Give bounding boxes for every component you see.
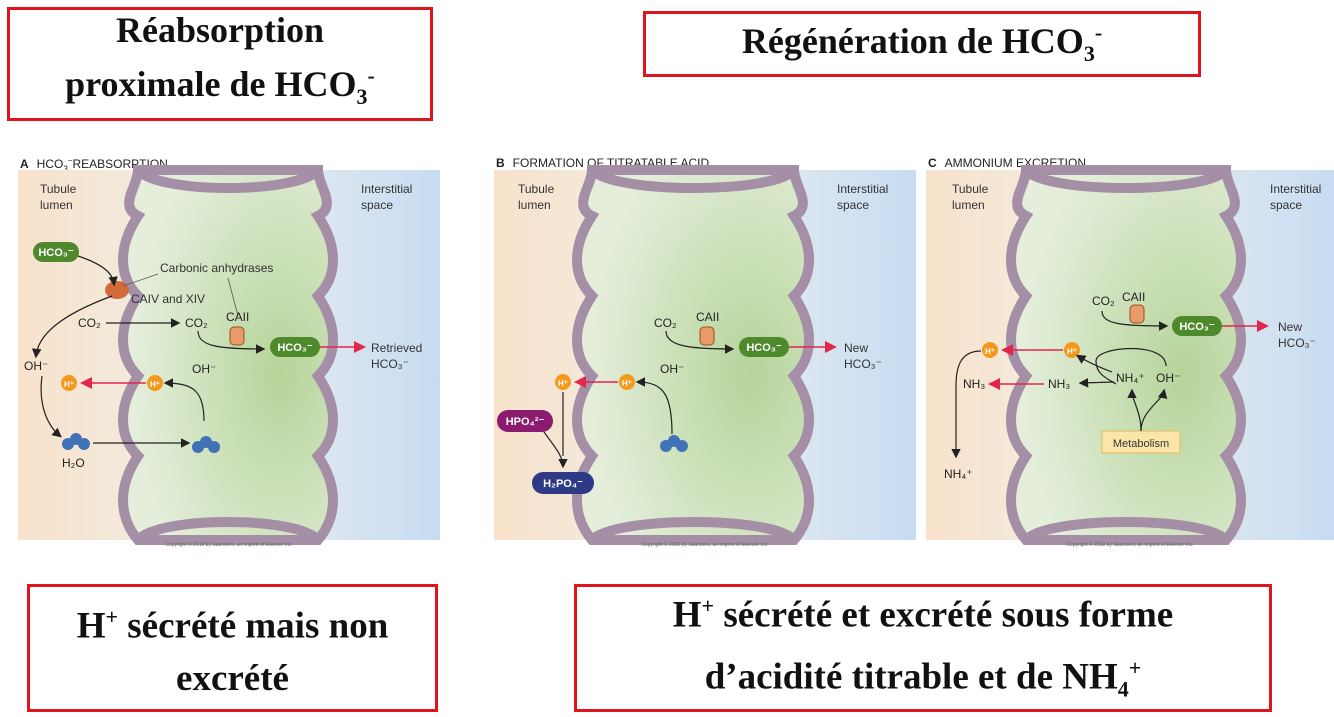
svg-text:H⁺: H⁺ bbox=[150, 380, 160, 389]
caii-enzyme bbox=[229, 326, 245, 346]
label-tubule: Tubule bbox=[952, 182, 989, 196]
label-h2o: H₂O bbox=[62, 456, 85, 470]
h-ion-lumen bbox=[61, 375, 77, 391]
h2po4-pill bbox=[532, 472, 594, 494]
caii-enzyme bbox=[1129, 304, 1145, 324]
co2-cell: CO₂ bbox=[1092, 294, 1115, 308]
co2-lumen: CO₂ bbox=[78, 316, 101, 330]
h-ion-cell bbox=[619, 374, 635, 390]
summary-box-excreted: H+ sécrété et excrété sous forme d’acidi… bbox=[574, 584, 1272, 712]
h-ion-cell bbox=[1064, 342, 1080, 358]
svg-text:HCO₃⁻: HCO₃⁻ bbox=[277, 342, 313, 354]
label-tubule: Tubule bbox=[518, 182, 555, 196]
label-lumen: lumen bbox=[952, 198, 985, 212]
h-ion-lumen bbox=[555, 374, 571, 390]
hpo4-pill bbox=[497, 410, 553, 432]
label-interstitial: Interstitial bbox=[361, 182, 412, 196]
co2-cell: CO₂ bbox=[185, 316, 208, 330]
summary-line-2: d’acidité titrable et de NH4+ bbox=[704, 654, 1142, 702]
title-line-1: Réabsorption bbox=[115, 10, 325, 51]
svg-text:HCO₃⁻: HCO₃⁻ bbox=[1278, 336, 1316, 350]
title-line-2: proximale de HCO3- bbox=[65, 63, 375, 110]
svg-text:H⁺: H⁺ bbox=[1067, 347, 1077, 356]
svg-text:H⁺: H⁺ bbox=[558, 379, 568, 388]
svg-text:HCO₃⁻: HCO₃⁻ bbox=[1179, 321, 1215, 333]
title-box-regeneration: Régénération de HCO3- bbox=[643, 11, 1201, 77]
co2-cell: CO₂ bbox=[654, 316, 677, 330]
nh4-lumen: NH₄⁺ bbox=[944, 467, 973, 481]
summary-line-1: H+ sécrété et excrété sous forme bbox=[672, 593, 1174, 636]
label-tubule: Tubule bbox=[40, 182, 77, 196]
label-new: New bbox=[1278, 320, 1302, 334]
nh3-cell: NH₃ bbox=[1048, 377, 1070, 391]
label-caii: CAII bbox=[696, 310, 719, 324]
title-line: Régénération de HCO3- bbox=[741, 20, 1103, 67]
label-interstitial: Interstitial bbox=[1270, 182, 1321, 196]
h-ion-cell bbox=[147, 375, 163, 391]
caii-enzyme bbox=[699, 326, 715, 346]
hco3-text: HCO₃⁻ bbox=[38, 247, 74, 259]
label-space: space bbox=[837, 198, 869, 212]
label-caii: CAII bbox=[226, 310, 249, 324]
summary-line-2: excrété bbox=[176, 657, 289, 699]
label-interstitial: Interstitial bbox=[837, 182, 888, 196]
hco3-pill-cell bbox=[739, 337, 789, 357]
h-ion-lumen bbox=[982, 342, 998, 358]
nh3-lumen: NH₃ bbox=[963, 377, 985, 391]
copyright-a: Copyright © 2012 by Saunders, an imprint… bbox=[165, 542, 293, 548]
label-carbonic-anhydrases: Carbonic anhydrases bbox=[160, 261, 273, 275]
oh-lumen: OH⁻ bbox=[24, 359, 48, 373]
copyright-c: Copyright © 2012 by Saunders, an imprint… bbox=[1066, 542, 1194, 548]
water-molecule-cell bbox=[192, 436, 220, 453]
svg-text:H⁺: H⁺ bbox=[64, 380, 74, 389]
copyright-b: Copyright © 2012 by Saunders, an imprint… bbox=[641, 542, 769, 548]
oh-cell: OH⁻ bbox=[1156, 371, 1180, 385]
label-lumen: lumen bbox=[518, 198, 551, 212]
water-molecule-cell bbox=[660, 435, 688, 452]
cell-membrane bbox=[1006, 165, 1246, 545]
hco3-pill-lumen bbox=[33, 242, 79, 262]
panel-a-diagram: Tubule lumen Interstitial space HCO₃⁻ Ca… bbox=[18, 165, 440, 545]
label-metabolism: Metabolism bbox=[1113, 438, 1169, 450]
svg-text:H⁺: H⁺ bbox=[985, 347, 995, 356]
oh-cell: OH⁻ bbox=[660, 362, 684, 376]
panel-c-diagram: Tubule lumen Interstitial space CO₂ CAII… bbox=[926, 165, 1334, 545]
svg-text:HCO₃⁻: HCO₃⁻ bbox=[746, 342, 782, 354]
svg-text:H⁺: H⁺ bbox=[622, 379, 632, 388]
label-lumen: lumen bbox=[40, 198, 73, 212]
caiv-enzyme bbox=[105, 281, 129, 299]
label-space: space bbox=[1270, 198, 1302, 212]
svg-text:HCO₃⁻: HCO₃⁻ bbox=[371, 357, 409, 371]
panel-b-diagram: Tubule lumen Interstitial space CO₂ CAII… bbox=[494, 165, 916, 545]
label-space: space bbox=[361, 198, 393, 212]
label-retrieved: Retrieved bbox=[371, 341, 422, 355]
oh-cell: OH⁻ bbox=[192, 362, 216, 376]
label-caiv-xiv: CAIV and XIV bbox=[131, 292, 205, 306]
hco3-pill-cell bbox=[270, 337, 320, 357]
svg-text:HCO₃⁻: HCO₃⁻ bbox=[844, 357, 882, 371]
summary-box-not-excreted: H+ sécrété mais non excrété bbox=[27, 584, 438, 712]
water-molecule-lumen bbox=[62, 433, 90, 450]
svg-text:H₂PO₄⁻: H₂PO₄⁻ bbox=[543, 478, 583, 490]
summary-line-1: H+ sécrété mais non bbox=[76, 604, 389, 647]
nh4-cell: NH₄⁺ bbox=[1116, 371, 1145, 385]
label-new: New bbox=[844, 341, 868, 355]
title-box-reabsorption: Réabsorption proximale de HCO3- bbox=[7, 7, 433, 121]
svg-text:HPO₄²⁻: HPO₄²⁻ bbox=[506, 416, 545, 428]
label-caii: CAII bbox=[1122, 290, 1145, 304]
hco3-pill-cell bbox=[1172, 316, 1222, 336]
